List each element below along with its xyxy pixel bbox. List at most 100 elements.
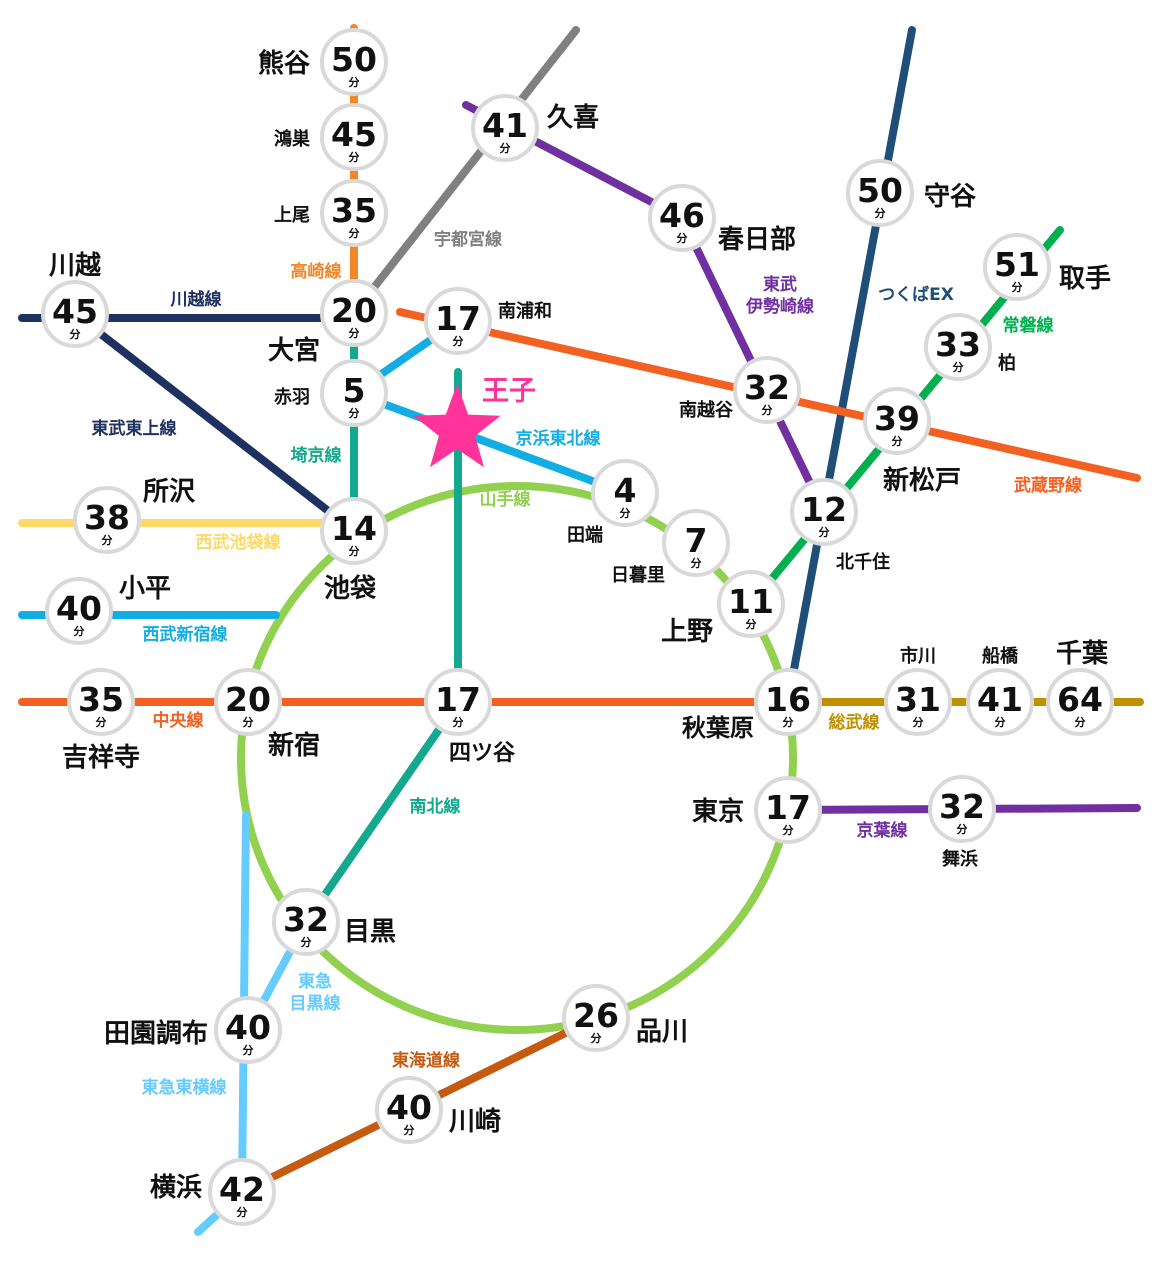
- station-badge: [320, 497, 388, 565]
- station-minutes: 17: [435, 299, 481, 338]
- station-minutes: 42: [219, 1170, 265, 1209]
- station-name: 品川: [636, 1017, 688, 1047]
- station-unit: 分: [243, 1043, 254, 1057]
- station-badge: [320, 179, 388, 247]
- station-minutes: 12: [801, 490, 847, 529]
- line-label-nanboku: 南北線: [410, 796, 461, 817]
- station-name: 日暮里: [611, 565, 665, 586]
- station-minutes: 17: [435, 680, 481, 719]
- line-label-seibuike: 西武池袋線: [196, 532, 281, 553]
- station-name: 守谷: [924, 181, 977, 212]
- line-yamanote: [237, 482, 797, 1034]
- station-minutes: 4: [614, 471, 637, 510]
- station-minutes: 41: [482, 106, 528, 145]
- station-badge: [790, 478, 858, 546]
- station-badge: [214, 996, 282, 1064]
- station-shinagawa: 26分品川: [562, 984, 688, 1052]
- station-badge: [375, 1076, 443, 1144]
- line-label-joban: 常磐線: [1003, 315, 1054, 336]
- line-label-tokyumeguro: 東急目黒線: [290, 971, 341, 1014]
- line-tsukuba: [784, 26, 916, 706]
- station-name: 川越: [49, 251, 102, 281]
- station-unit: 分: [953, 360, 964, 374]
- line-label-utsunomiya: 宇都宮線: [434, 229, 502, 250]
- station-unit: 分: [913, 715, 924, 729]
- station-unit: 分: [500, 141, 511, 155]
- station-minutes: 32: [283, 900, 329, 939]
- station-minutes: 32: [744, 368, 790, 407]
- station-badge: [1046, 668, 1114, 736]
- station-kasukabe: 46分春日部: [648, 184, 796, 255]
- station-badge: [424, 668, 492, 736]
- station-name: 上尾: [274, 205, 310, 226]
- line-label-musashino: 武蔵野線: [1014, 475, 1082, 496]
- station-badge: [662, 509, 730, 577]
- station-badge: [73, 486, 141, 554]
- station-badge: [471, 94, 539, 162]
- station-unit: 分: [957, 822, 968, 836]
- station-name: 新宿: [268, 730, 320, 761]
- station-minutes: 26: [573, 996, 619, 1035]
- line-label-seibushinjuku: 西武新宿線: [143, 624, 228, 645]
- station-minutes: 51: [994, 245, 1040, 284]
- station-unit: 分: [96, 715, 107, 729]
- station-minutes: 17: [765, 788, 811, 827]
- station-badge: [591, 459, 659, 527]
- station-minutes: 50: [857, 171, 903, 210]
- station-name: 柏: [998, 352, 1016, 374]
- station-minutes: 35: [331, 191, 377, 230]
- station-minutes: 41: [977, 680, 1023, 719]
- station-unit: 分: [875, 206, 886, 220]
- station-name: 東京: [692, 796, 744, 827]
- station-name: 田園調布: [104, 1018, 208, 1049]
- station-badge: [562, 984, 630, 1052]
- station-unit: 分: [453, 334, 464, 348]
- station-unit: 分: [243, 715, 254, 729]
- station-name: 目黒: [344, 917, 396, 947]
- station-name: 南浦和: [498, 300, 552, 322]
- station-unit: 分: [349, 406, 360, 420]
- station-name: 船橋: [982, 645, 1019, 667]
- station-minutes: 45: [52, 292, 98, 331]
- station-badge: [424, 287, 492, 355]
- line-label-saikyo: 埼京線: [291, 445, 342, 466]
- station-name: 千葉: [1056, 639, 1109, 669]
- line-label-sobu: 総武線: [829, 712, 880, 733]
- line-label-tsukuba: つくばEX: [878, 285, 954, 305]
- station-badge: [320, 28, 388, 96]
- station-unit: 分: [691, 556, 702, 570]
- line-labels: 高崎線宇都宮線川越線東武東上線埼京線京浜東北線山手線東武伊勢崎線つくばEX常磐線…: [92, 229, 1083, 1098]
- station-name: 取手: [1059, 264, 1111, 294]
- station-kawasaki: 40分川崎: [375, 1076, 501, 1144]
- station-unit: 分: [404, 1123, 415, 1137]
- station-minutes: 40: [225, 1008, 271, 1047]
- station-name: 横浜: [150, 1173, 202, 1203]
- station-minutes: 50: [331, 40, 377, 79]
- station-unit: 分: [102, 533, 113, 547]
- station-name: 久喜: [547, 103, 599, 133]
- station-minutes: 33: [935, 325, 981, 364]
- line-label-tobutojo: 東武東上線: [92, 418, 177, 439]
- station-name: 上野: [661, 617, 713, 647]
- station-name: 川崎: [449, 1107, 501, 1137]
- station-name: 大宮: [268, 335, 320, 366]
- station-minutes: 16: [765, 680, 811, 719]
- station-badge: [754, 668, 822, 736]
- line-label-kawagoe: 川越線: [170, 289, 222, 310]
- station-unit: 分: [349, 326, 360, 340]
- station-minutes: 40: [56, 589, 102, 628]
